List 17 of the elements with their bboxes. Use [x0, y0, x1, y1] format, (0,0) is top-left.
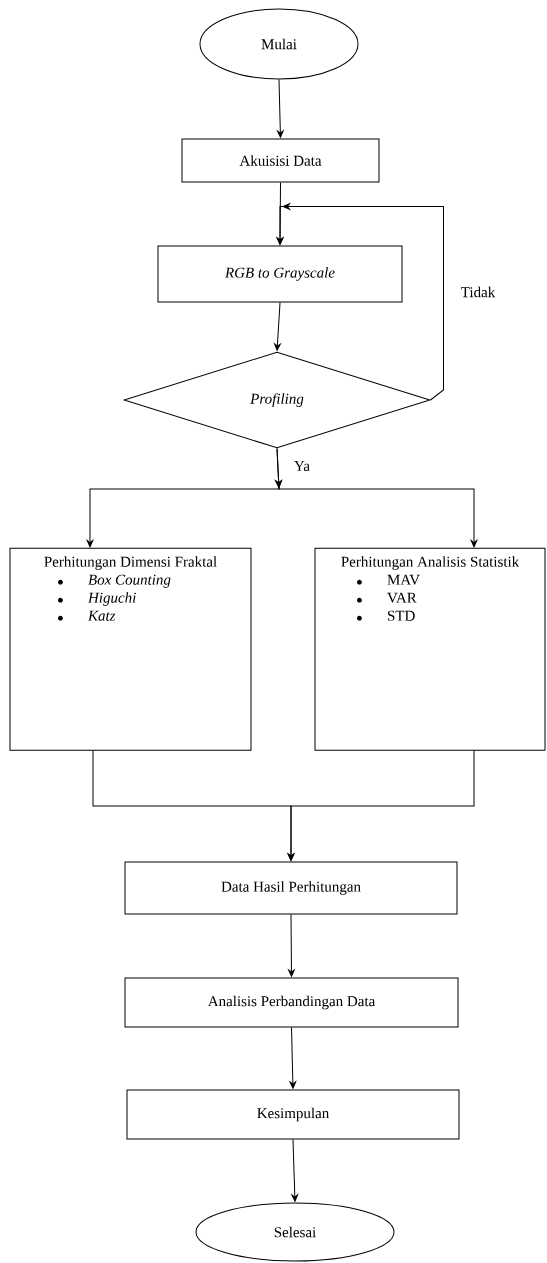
- arrow: [274, 302, 281, 351]
- process-box: Data Hasil Perhitungan: [124, 861, 458, 915]
- edge-label: Tidak: [459, 285, 497, 299]
- arrow: [288, 914, 295, 977]
- process-box: Analisis Perbandingan Data: [124, 977, 459, 1028]
- process-box: Kesimpulan: [126, 1089, 460, 1140]
- process-box: Perhitungan Dimensi Fraktal Box Counting Higuchi Katz: [9, 547, 252, 751]
- arrow: [277, 79, 284, 138]
- arrow: [289, 1027, 297, 1089]
- arrow: [287, 749, 475, 861]
- arrow: [291, 1139, 299, 1202]
- process-box: RGB to Grayscale: [157, 245, 403, 303]
- process-box: Akuisisi Data: [181, 138, 380, 183]
- edge-label: Ya: [293, 460, 311, 472]
- arrow: [276, 203, 444, 401]
- process-box: Perhitungan Analisis Statistik MAV VAR STD: [314, 547, 546, 751]
- arrow: [275, 448, 478, 548]
